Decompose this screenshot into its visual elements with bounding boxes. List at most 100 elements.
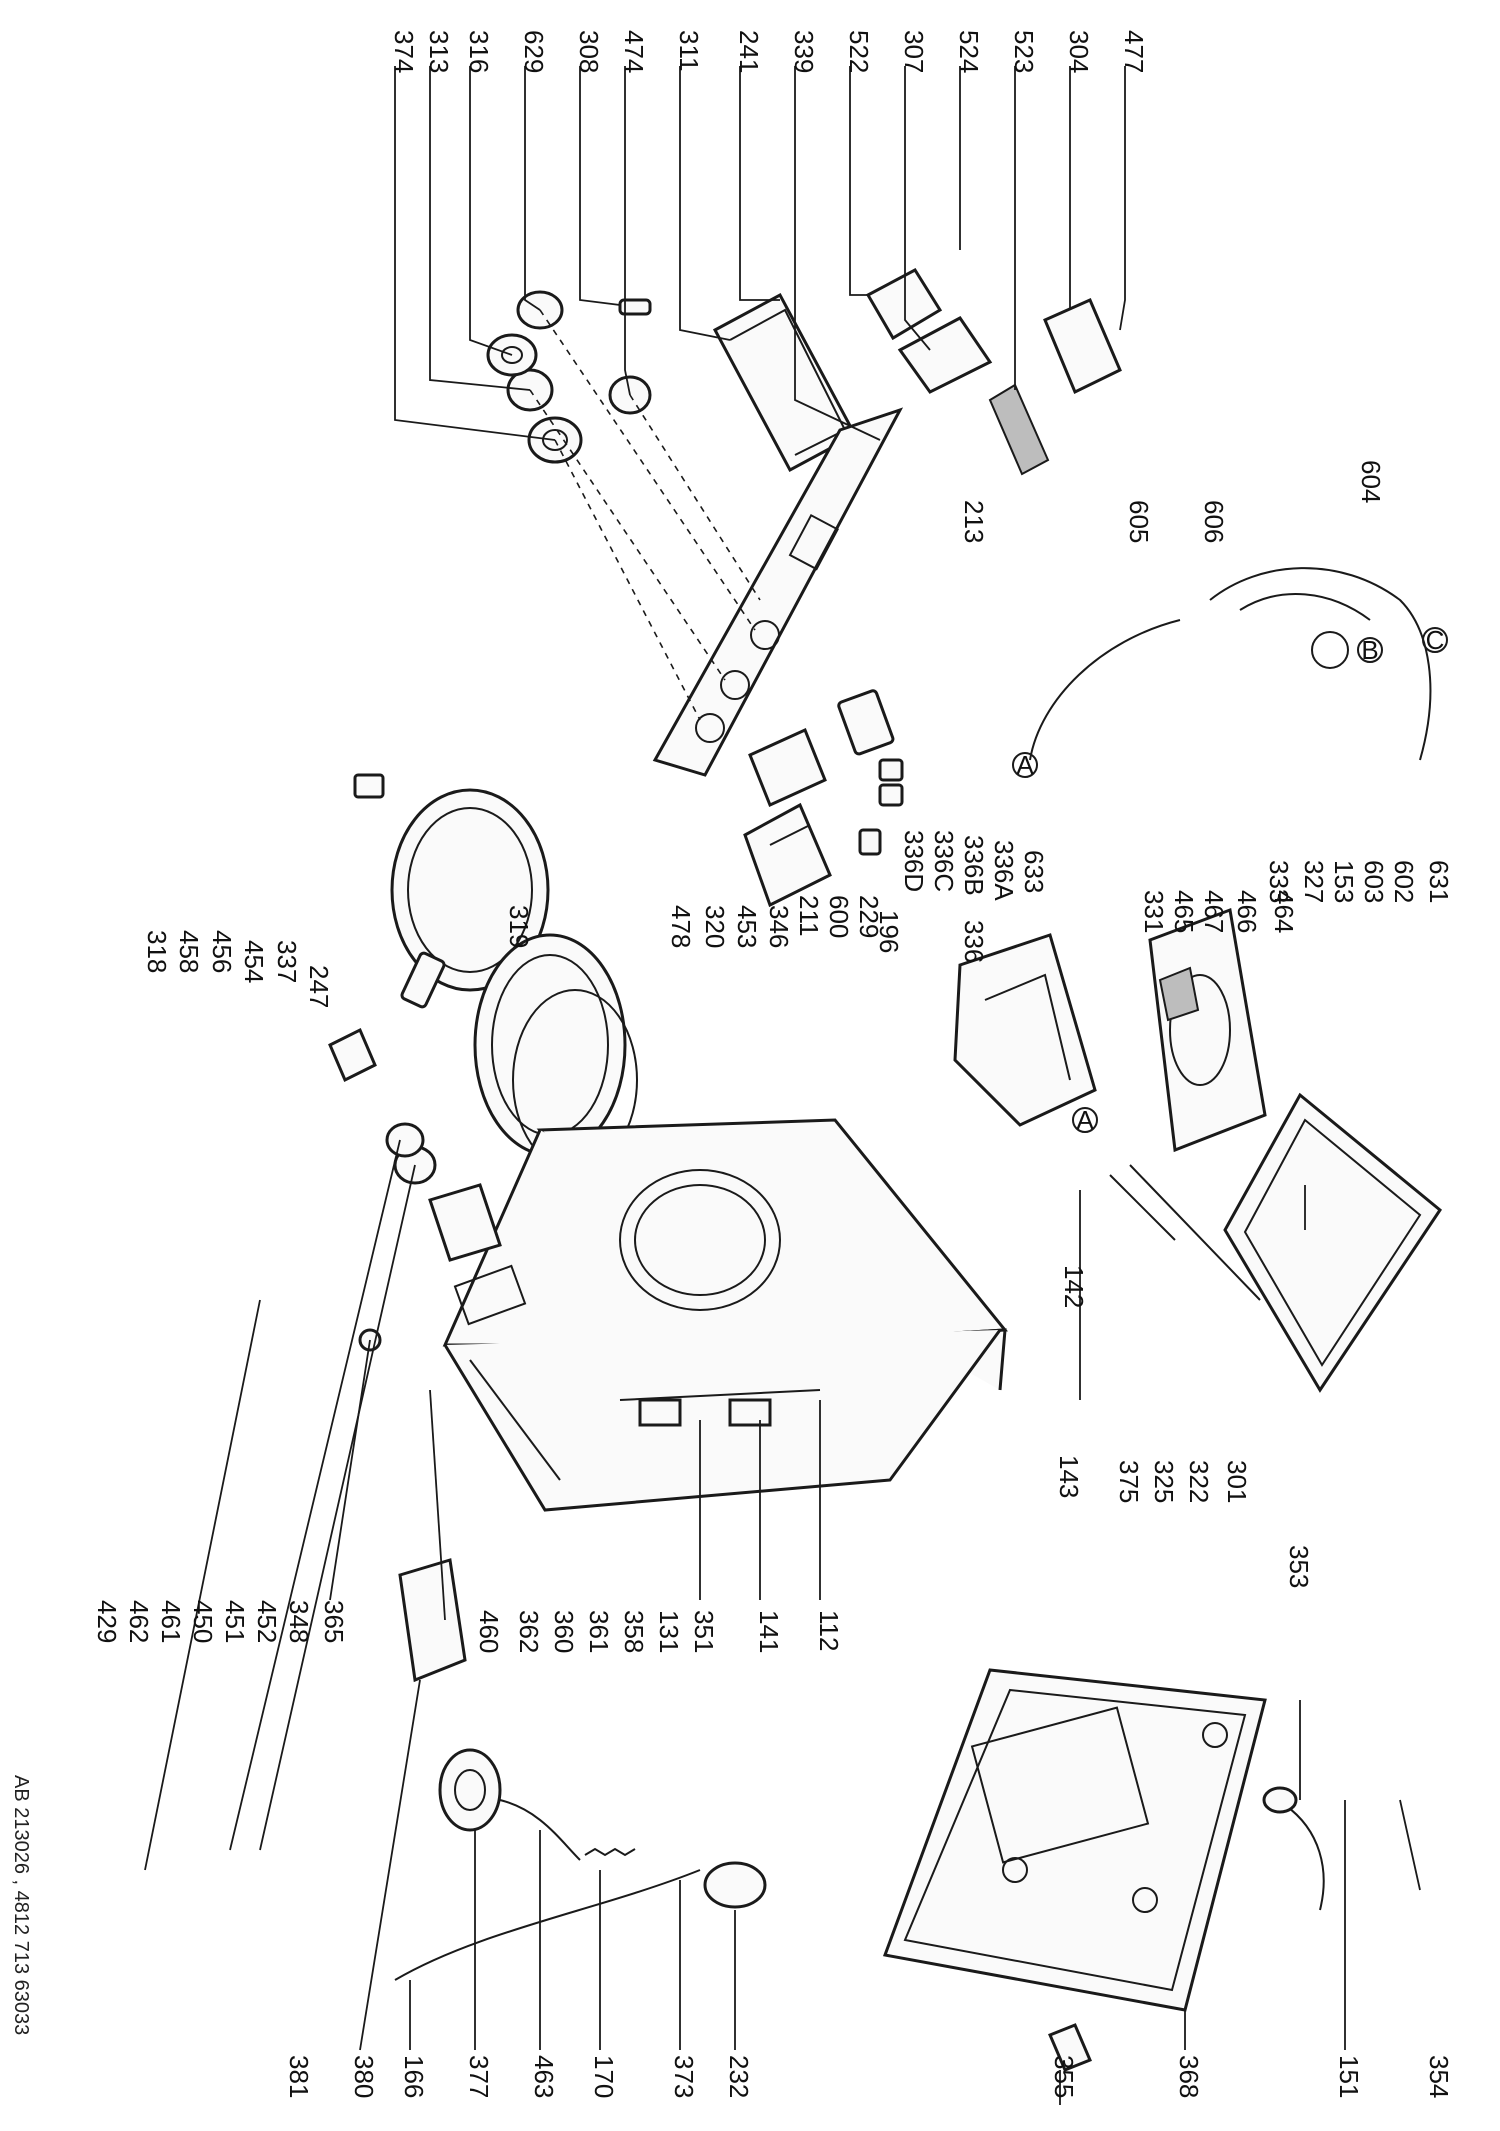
label-211: 211 <box>794 895 824 936</box>
connector-633 <box>837 689 895 756</box>
label-313: 313 <box>424 30 454 73</box>
control-panel-339 <box>652 407 904 777</box>
label-381: 381 <box>284 2055 314 2098</box>
svg-text:B: B <box>1361 635 1378 665</box>
label-325: 325 <box>1149 1460 1179 1503</box>
grille-304 <box>988 383 1050 476</box>
label-462: 462 <box>124 1600 154 1643</box>
label-461: 461 <box>156 1600 186 1643</box>
svg-text:A: A <box>1016 750 1034 780</box>
label-360: 360 <box>549 1610 579 1653</box>
svg-text:C: C <box>1426 625 1445 655</box>
label-374: 374 <box>389 30 419 73</box>
label-346: 346 <box>764 905 794 948</box>
label-213: 213 <box>959 500 989 543</box>
label-316: 316 <box>464 30 494 73</box>
label-631: 631 <box>1424 860 1454 903</box>
label-319: 319 <box>504 905 534 948</box>
label-131: 131 <box>654 1610 684 1653</box>
label-336a: 336A <box>989 840 1019 901</box>
label-452: 452 <box>252 1600 282 1643</box>
door-ring-319 <box>390 788 550 992</box>
pump-348 <box>428 1183 502 1262</box>
label-429: 429 <box>92 1600 122 1643</box>
clip-229 <box>858 828 882 856</box>
label-353: 353 <box>1284 1545 1314 1588</box>
label-241: 241 <box>734 30 764 73</box>
label-633: 633 <box>1019 850 1049 893</box>
label-458: 458 <box>174 930 204 973</box>
label-308: 308 <box>574 30 604 73</box>
top-lid-301 <box>1223 1092 1443 1393</box>
label-112: 112 <box>814 1610 844 1651</box>
spring-170 <box>584 1847 636 1857</box>
module-211 <box>743 802 832 908</box>
label-524: 524 <box>954 30 984 73</box>
plate-450 <box>328 1027 377 1083</box>
rod-325 <box>1109 1174 1176 1241</box>
label-450: 450 <box>188 1600 218 1643</box>
terminal-336 <box>878 758 904 807</box>
label-464: 464 <box>1269 890 1299 933</box>
label-361: 361 <box>584 1610 614 1653</box>
label-301: 301 <box>1222 1460 1252 1503</box>
label-466: 466 <box>1232 890 1262 933</box>
rod-322 <box>1129 1164 1261 1301</box>
svg-text:A: A <box>1076 1105 1094 1135</box>
label-151: 151 <box>1334 2055 1364 2098</box>
label-307: 307 <box>899 30 929 73</box>
label-196: 196 <box>874 910 904 953</box>
callout-a-mid: A <box>1072 1105 1098 1135</box>
label-522: 522 <box>844 30 874 73</box>
label-333: 333 <box>1264 860 1294 903</box>
label-523: 523 <box>1009 30 1039 73</box>
label-474: 474 <box>619 30 649 73</box>
document-code: AB 213026 , 4812 713 63033 <box>10 1775 32 2035</box>
label-327: 327 <box>1299 860 1329 903</box>
hinge-318 <box>353 773 385 799</box>
dispenser-331 <box>953 933 1097 1127</box>
label-375: 375 <box>1114 1460 1144 1503</box>
part-477 <box>1043 298 1122 395</box>
label-365: 365 <box>319 1600 349 1643</box>
bracket-381 <box>398 1558 467 1683</box>
latch-247 <box>400 951 446 1009</box>
label-337: 337 <box>272 940 302 983</box>
label-454: 454 <box>239 940 269 983</box>
label-602: 602 <box>1389 860 1419 903</box>
cover-522 <box>865 268 943 341</box>
label-304: 304 <box>1064 30 1094 73</box>
module-600 <box>748 727 827 808</box>
label-451: 451 <box>220 1600 250 1643</box>
label-336c: 336C <box>929 830 959 892</box>
foot-355 <box>1048 2023 1092 2072</box>
pump-380 <box>438 1748 502 1832</box>
label-362: 362 <box>514 1610 544 1653</box>
clip-308 <box>618 298 652 316</box>
door-ring-320 <box>473 933 627 1157</box>
label-358: 358 <box>619 1610 649 1653</box>
wiring-harness-604 <box>1209 567 1432 761</box>
label-166: 166 <box>399 2055 429 2098</box>
label-380: 380 <box>349 2055 379 2098</box>
cable-377 <box>394 1869 701 1981</box>
label-142: 142 <box>1059 1265 1089 1308</box>
hose-463 <box>499 1799 581 1861</box>
label-336: 336 <box>959 920 989 963</box>
label-368: 368 <box>1174 2055 1204 2098</box>
label-465: 465 <box>1169 890 1199 933</box>
label-336d: 336D <box>899 830 929 892</box>
label-336b: 336B <box>959 835 989 896</box>
label-453: 453 <box>732 905 762 948</box>
label-606: 606 <box>1199 500 1229 543</box>
label-478: 478 <box>666 905 696 948</box>
label-143: 143 <box>1054 1455 1084 1498</box>
label-318: 318 <box>142 930 172 973</box>
wire-605 <box>1029 619 1181 761</box>
label-354: 354 <box>1424 2055 1454 2098</box>
label-355: 355 <box>1049 2055 1079 2098</box>
label-629: 629 <box>519 30 549 73</box>
label-322: 322 <box>1184 1460 1214 1503</box>
label-320: 320 <box>700 905 730 948</box>
